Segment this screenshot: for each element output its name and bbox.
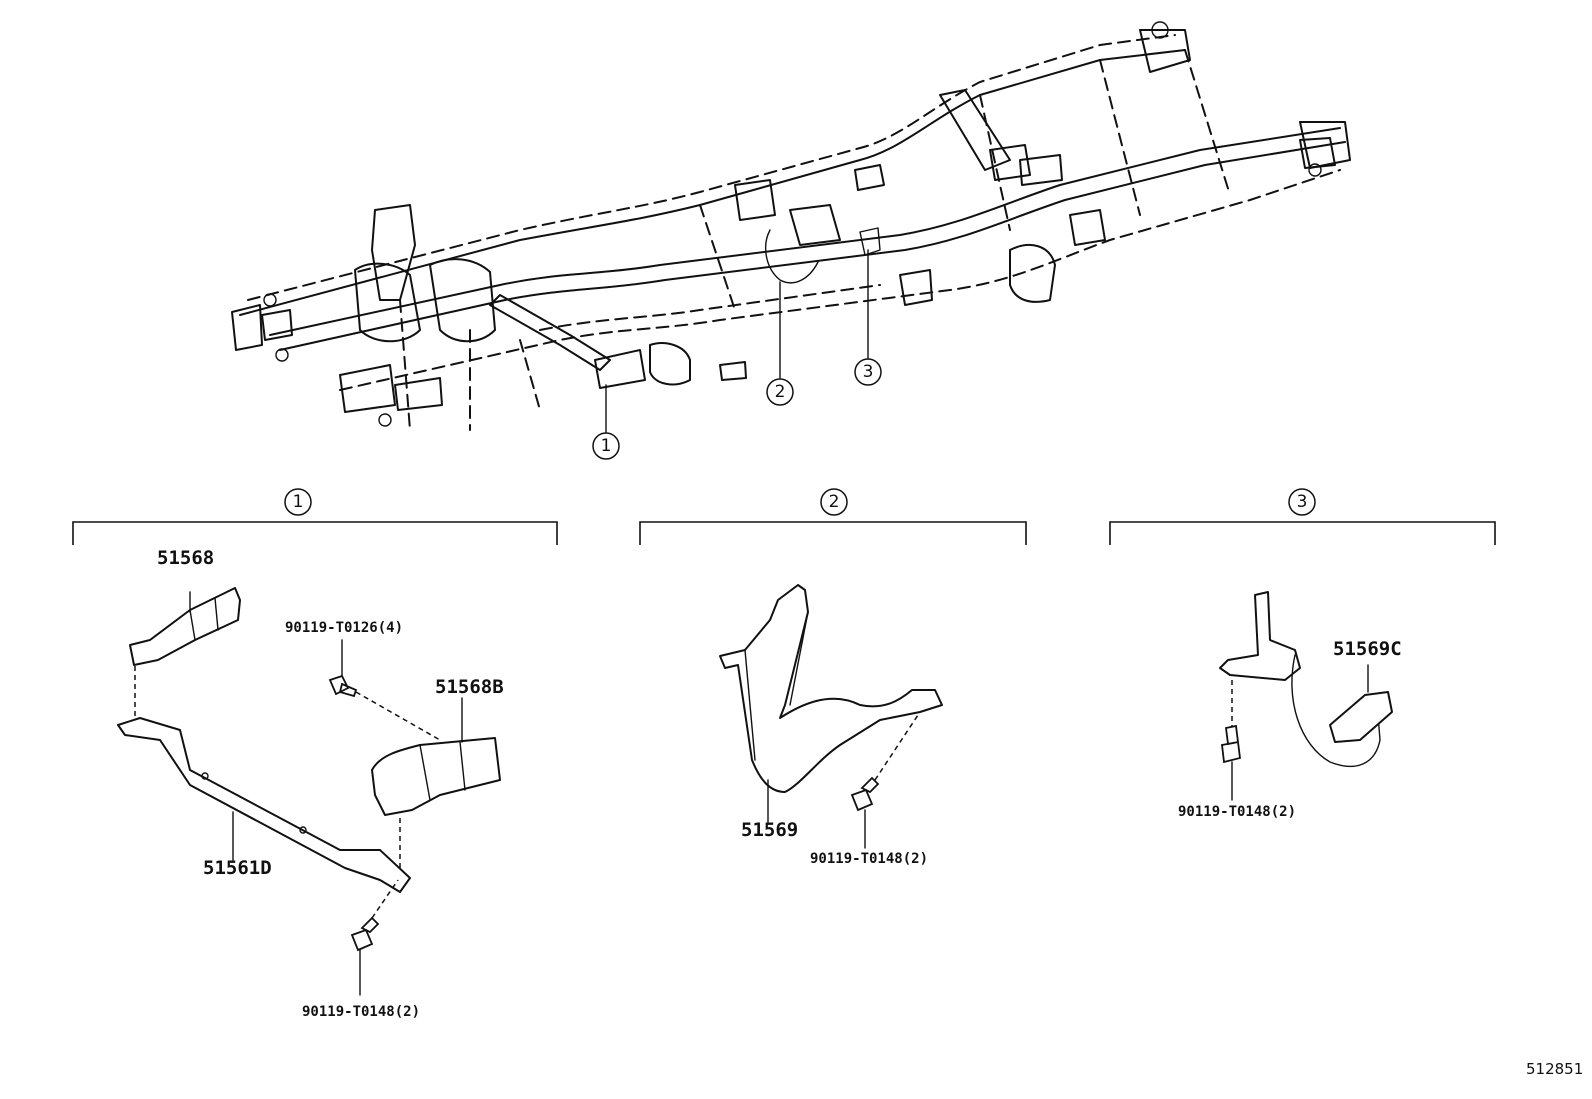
group-3-number: 3 — [1297, 492, 1308, 512]
bolt-t0148-g1-shape — [350, 916, 380, 952]
part-51561D-shape — [117, 717, 411, 893]
group-3-parts — [1219, 591, 1393, 801]
group-2-parts — [719, 584, 943, 849]
callout-3: 3 — [863, 362, 874, 382]
label-51561D: 51561D — [203, 857, 272, 879]
group-brackets: 1 2 3 — [72, 488, 1496, 545]
label-51569C: 51569C — [1333, 638, 1402, 660]
callout-2: 2 — [775, 382, 786, 402]
label-90119-t0148-group1: 90119-T0148(2) — [302, 1004, 420, 1020]
label-51569: 51569 — [741, 819, 798, 841]
frame-callouts: 1 2 3 — [592, 249, 882, 460]
label-90119-t0148-group2: 90119-T0148(2) — [810, 851, 928, 867]
part-labels: 51568 90119-T0126(4) 51568B 51561D 90119… — [157, 547, 1583, 1078]
bolt-t0148-g3-shape — [1221, 724, 1241, 764]
part-51569C-shape — [1329, 691, 1393, 743]
document-id: 512851 — [1526, 1060, 1583, 1078]
part-51569-shape — [719, 584, 943, 793]
bolt-t0126-shape — [328, 674, 358, 698]
group-1-parts — [117, 587, 501, 996]
group-1-number: 1 — [293, 492, 304, 512]
vehicle-frame — [231, 21, 1351, 431]
label-51568: 51568 — [157, 547, 214, 569]
label-51568B: 51568B — [435, 676, 504, 698]
part-51568B-shape — [371, 737, 501, 816]
bolt-t0148-g2-shape — [850, 776, 880, 812]
label-90119-t0126: 90119-T0126(4) — [285, 620, 403, 636]
part-51568-shape — [129, 587, 241, 666]
group-2-number: 2 — [829, 492, 840, 512]
label-90119-t0148-group3: 90119-T0148(2) — [1178, 804, 1296, 820]
callout-1: 1 — [601, 436, 612, 456]
